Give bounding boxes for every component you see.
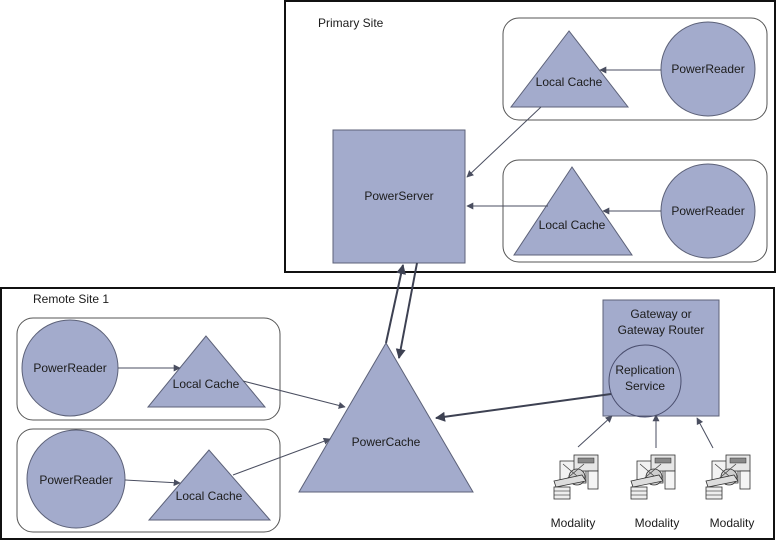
powerserver-node[interactable] bbox=[332, 129, 466, 264]
edge-replication-to-powercache bbox=[435, 393, 612, 422]
local-cache-node[interactable] bbox=[513, 166, 633, 256]
local-cache-node[interactable] bbox=[509, 30, 630, 108]
edge-modality-to-gateway bbox=[696, 417, 714, 449]
edge-cache-to-powerserver bbox=[466, 106, 542, 178]
edge-reader-to-cache bbox=[124, 479, 181, 487]
local-cache-label: Local Cache bbox=[173, 377, 240, 391]
powerserver-label: PowerServer bbox=[364, 189, 433, 203]
modality-label: Modality bbox=[710, 516, 755, 530]
ct-scanner-icon bbox=[705, 454, 751, 500]
gateway-node[interactable]: Gateway or Gateway Router Replication Se… bbox=[602, 299, 720, 418]
primary-site-border bbox=[284, 0, 776, 273]
powercache-label: PowerCache bbox=[352, 435, 421, 449]
local-cache-node[interactable] bbox=[146, 335, 267, 408]
primary-site: Primary Site Local Cache PowerReader Loc… bbox=[284, 0, 776, 273]
remote-site: Remote Site 1 PowerReader Local Cache Po… bbox=[0, 287, 775, 540]
powerreader-label: PowerReader bbox=[33, 361, 106, 375]
local-cache-label: Local Cache bbox=[176, 489, 243, 503]
gateway-title-line1: Gateway or bbox=[630, 307, 691, 321]
ct-scanner-icon bbox=[553, 454, 599, 500]
modality-label: Modality bbox=[551, 516, 596, 530]
local-cache-label: Local Cache bbox=[539, 218, 606, 232]
local-cache-label: Local Cache bbox=[536, 75, 603, 89]
remote-site-title: Remote Site 1 bbox=[33, 292, 109, 306]
modality-3[interactable]: Modality bbox=[705, 454, 755, 530]
replication-service-line2: Service bbox=[625, 379, 665, 393]
ct-scanner-icon bbox=[630, 454, 676, 500]
modality-2[interactable]: Modality bbox=[630, 454, 680, 530]
powercache-node[interactable] bbox=[298, 342, 474, 493]
primary-reader-group-2: Local Cache PowerReader bbox=[502, 159, 768, 263]
replication-service-node[interactable] bbox=[608, 344, 682, 418]
edges bbox=[118, 66, 714, 487]
edge-powerserver-to-powercache bbox=[395, 262, 418, 359]
powerreader-label: PowerReader bbox=[671, 62, 744, 76]
powerreader-node[interactable] bbox=[26, 429, 126, 529]
powerreader-label: PowerReader bbox=[39, 473, 112, 487]
powerreader-label: PowerReader bbox=[671, 204, 744, 218]
modality-1[interactable]: Modality bbox=[551, 454, 599, 530]
primary-site-title: Primary Site bbox=[318, 16, 384, 30]
gateway-title-line2: Gateway Router bbox=[618, 323, 705, 337]
remote-reader-group-2: PowerReader Local Cache bbox=[16, 428, 281, 533]
edge-cache-to-powercache bbox=[242, 380, 346, 409]
modality-label: Modality bbox=[635, 516, 680, 530]
remote-site-border bbox=[0, 287, 775, 540]
edge-powercache-to-powerserver bbox=[385, 264, 406, 344]
gateway-box[interactable] bbox=[602, 299, 720, 417]
edge-cache-to-powercache bbox=[232, 437, 331, 476]
edge-modality-to-gateway bbox=[577, 415, 613, 448]
remote-reader-group-1: PowerReader Local Cache bbox=[16, 317, 281, 421]
replication-service-line1: Replication bbox=[615, 363, 674, 377]
primary-reader-group-1: Local Cache PowerReader bbox=[502, 17, 768, 121]
powerreader-node[interactable] bbox=[660, 21, 756, 117]
